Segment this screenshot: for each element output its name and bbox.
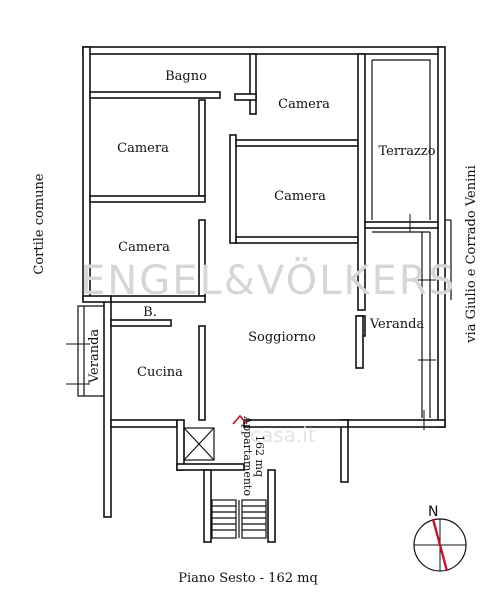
wall-terrazzo-bottom xyxy=(364,221,439,229)
wall-left-lower xyxy=(103,298,112,518)
wall-top xyxy=(82,46,441,55)
wall-camera-left-top-bottom xyxy=(89,195,206,203)
room-camera-top: Camera xyxy=(278,97,330,112)
room-camera-left-top: Camera xyxy=(117,141,169,156)
wall-elevator-left xyxy=(176,419,185,471)
left-veranda-outline xyxy=(66,305,104,397)
wall-bagno-right xyxy=(249,53,257,115)
apartment-label-line1: Appartamento xyxy=(241,415,254,496)
room-camera-left-bottom: Camera xyxy=(118,240,170,255)
street-right: via Giulio e Corrado Venini xyxy=(464,165,479,344)
apartment-label: Appartamento 162 mq xyxy=(241,415,266,496)
wall-camera-left-bottom-bottom xyxy=(110,295,206,303)
street-left: Cortile comune xyxy=(32,173,47,275)
wall-bagno-bottom xyxy=(89,91,221,99)
wall-corridor-left xyxy=(198,99,206,197)
wall-stair-right xyxy=(267,469,276,543)
plan-caption: Piano Sesto - 162 mq xyxy=(178,571,318,586)
wall-camera-middle-bottom xyxy=(235,236,359,244)
compass-needle-icon xyxy=(431,518,449,572)
soggiorno-column xyxy=(355,315,364,369)
room-terrazzo: Terrazzo xyxy=(378,144,435,159)
compass: N xyxy=(413,504,467,572)
room-veranda-right: Veranda xyxy=(369,317,425,332)
wall-right xyxy=(437,46,446,428)
wall-bottom-right-vertical xyxy=(340,419,349,483)
room-camera-middle: Camera xyxy=(274,189,326,204)
room-bagno-small: B. xyxy=(143,305,157,320)
wall-cucina-right xyxy=(198,325,206,421)
wall-b-bottom xyxy=(110,319,172,327)
outer-walls xyxy=(82,46,446,518)
wall-bottom-center xyxy=(243,419,349,428)
wall-terrazzo-left xyxy=(357,53,366,311)
entrance-arrow-icon xyxy=(232,414,248,425)
watermark-brand: ENGEL&VÖLKERS xyxy=(80,256,456,304)
apartment-label-line2: 162 mq xyxy=(253,435,266,477)
watermark-site: casa.it xyxy=(250,423,316,447)
room-veranda-left: Veranda xyxy=(87,329,102,385)
wall-camera-top-bottom xyxy=(235,139,359,147)
terrazzo-outline xyxy=(371,59,452,430)
compass-label: N xyxy=(428,504,438,520)
stairwell xyxy=(176,419,276,543)
wall-elevator-bottom xyxy=(176,463,245,471)
room-bagno: Bagno xyxy=(165,69,207,84)
wall-stair-left xyxy=(203,469,212,543)
wall-bottom-left xyxy=(110,419,178,428)
inner-walls xyxy=(89,53,439,421)
room-soggiorno: Soggiorno xyxy=(248,330,316,345)
room-cucina: Cucina xyxy=(137,365,183,380)
wall-bagno-corner xyxy=(234,93,257,101)
wall-bottom-right xyxy=(340,419,446,428)
elevator-shaft xyxy=(183,427,215,461)
wall-corridor-right xyxy=(229,134,237,244)
